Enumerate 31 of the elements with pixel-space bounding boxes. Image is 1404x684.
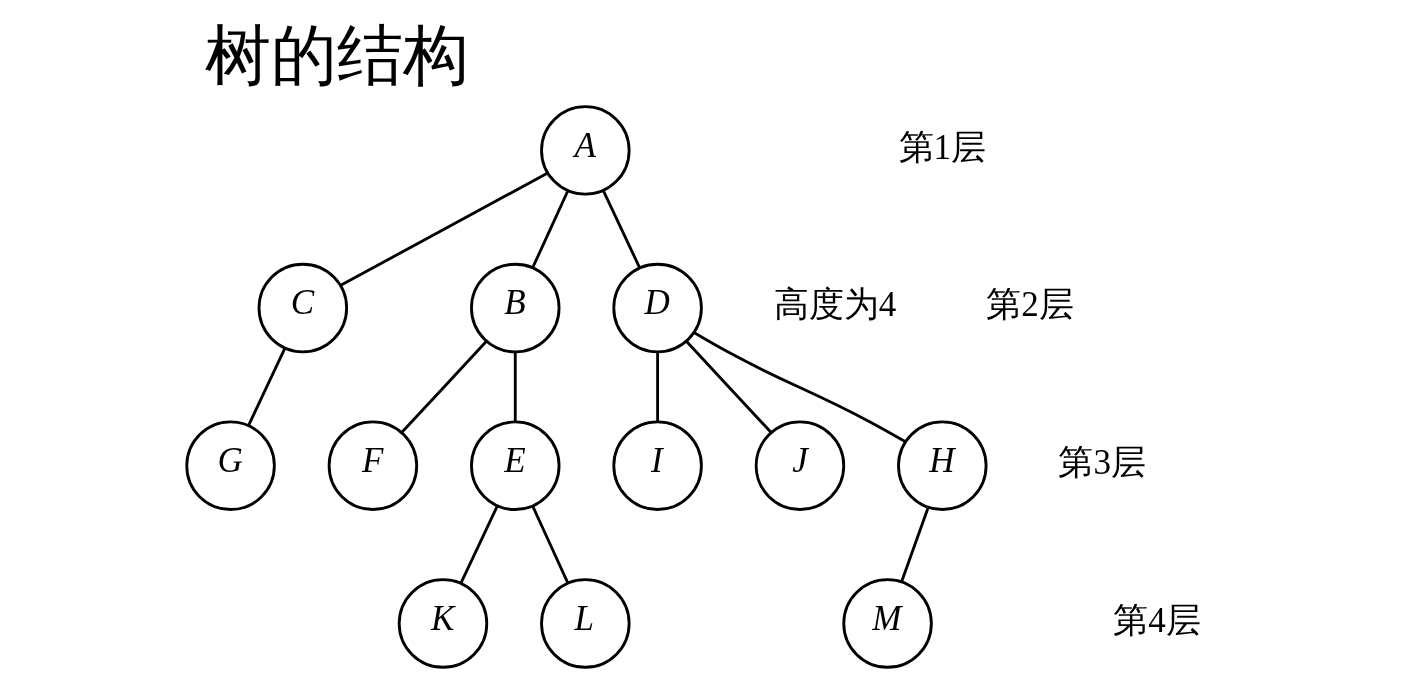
- label: 第2层: [985, 285, 1074, 325]
- label: 高度为4: [773, 285, 896, 325]
- node-circle: L: [539, 578, 631, 669]
- node-circle: A: [539, 105, 631, 196]
- label: 第3层: [1057, 443, 1146, 483]
- connector: [655, 352, 659, 422]
- connector: [246, 347, 286, 426]
- connector: [400, 340, 487, 434]
- connector: [531, 506, 569, 584]
- connector: [899, 506, 930, 582]
- connector: [459, 505, 499, 584]
- node-circle: B: [469, 262, 560, 354]
- connector: [513, 352, 517, 422]
- connector: [693, 331, 906, 443]
- connector: [530, 190, 569, 269]
- node-circle: D: [611, 262, 703, 354]
- node-circle: M: [841, 578, 933, 669]
- node-circle: J: [754, 420, 845, 511]
- diagram-title: 树的结构: [204, 19, 469, 93]
- node-circle: E: [469, 420, 560, 511]
- connector: [340, 172, 548, 287]
- connector: [684, 340, 772, 434]
- node-circle: K: [397, 578, 488, 669]
- node-circle: I: [611, 420, 703, 511]
- label: 第4层: [1112, 600, 1201, 640]
- connector: [601, 189, 641, 268]
- node-circle: H: [896, 420, 988, 511]
- node-circle: F: [327, 420, 418, 511]
- node-circle: C: [257, 262, 348, 354]
- node-circle: G: [184, 420, 276, 511]
- label: 第1层: [898, 127, 986, 167]
